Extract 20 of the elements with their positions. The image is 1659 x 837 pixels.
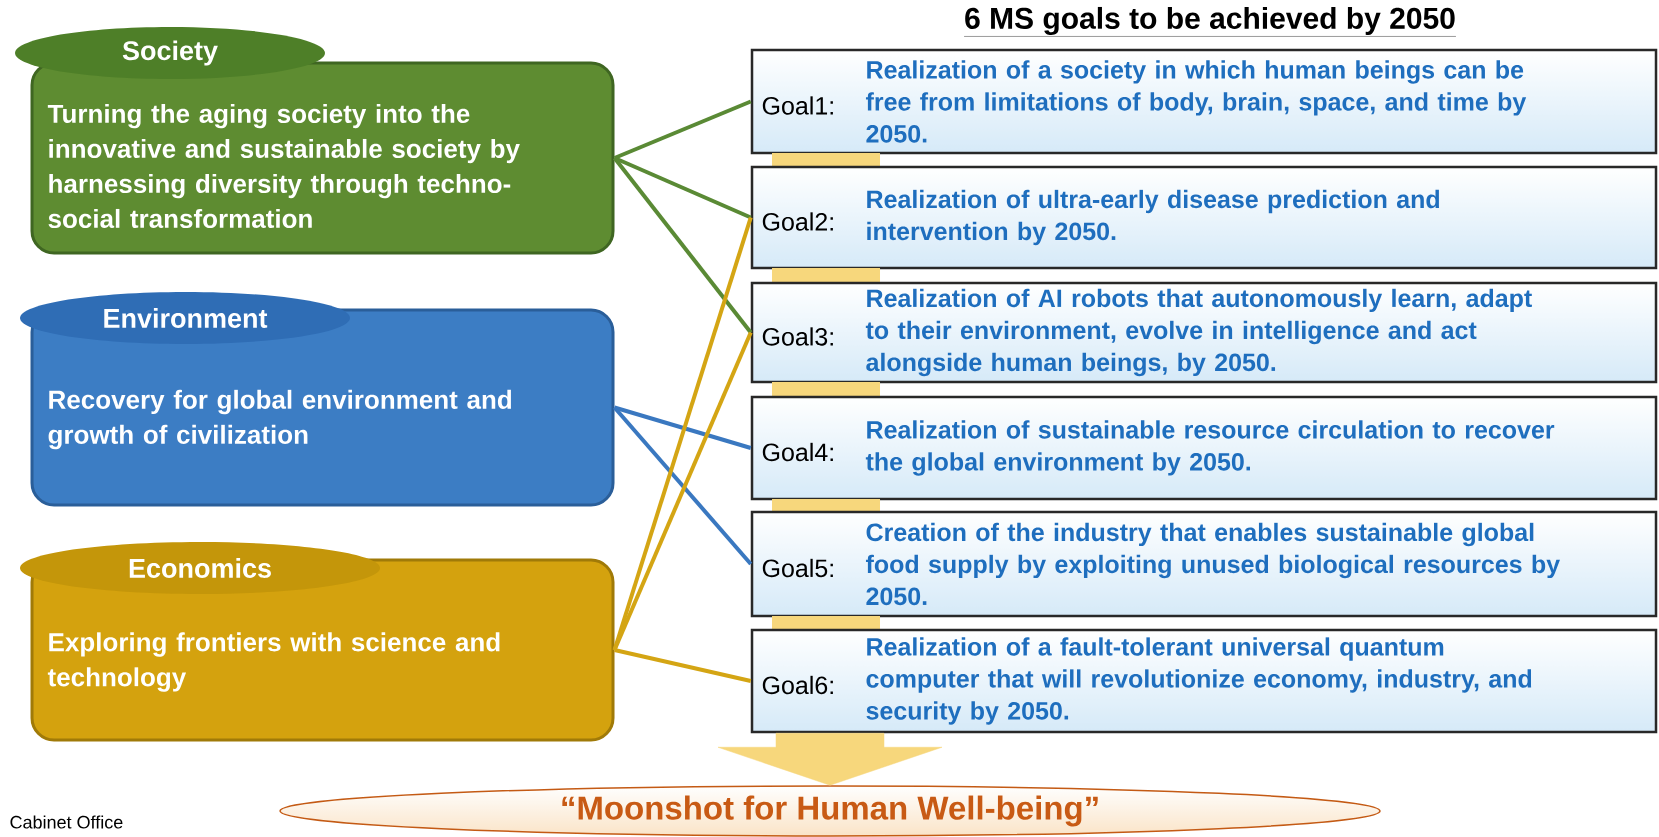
connector-line — [612, 331, 753, 651]
connector-line — [612, 156, 753, 334]
goal-box: Goal6: Realization of a fault-tolerant universal quantum computer that will revolutionize economy, industry, and security by 2050. — [750, 616, 1658, 734]
node-label: Society — [122, 40, 218, 66]
category-box: Environment Recovery for global environment and growth of civilization — [20, 292, 615, 507]
block-arrow — [717, 733, 943, 786]
goal-box: Goal3: Realization of AI robots that autonomously learn, adapt to their environment, evolve in intelligence and act alongside human beings, by 2050. — [750, 268, 1658, 384]
goal-box: Goal1: Realization of a society in which human beings can be free from limitations of body, brain, space, and time by 2050. — [750, 48, 1658, 155]
goal-box: Goal4: Realization of sustainable resource circulation to recover the global environment by 2050. — [750, 382, 1658, 501]
goal-box: Goal5: Creation of the industry that enables sustainable global food supply by exploiting unused biological resources by 2050. — [750, 499, 1658, 618]
connector-line — [614, 648, 752, 683]
category-box: Economics Exploring frontiers with science and technology — [20, 542, 615, 742]
connector-line — [613, 405, 752, 450]
connector-line — [613, 406, 753, 566]
goal-box: Goal2: Realization of ultra-early disease prediction and intervention by 2050. — [750, 153, 1658, 270]
source-note: Cabinet Office — [10, 815, 123, 829]
connector-line — [613, 99, 752, 160]
title: 6 MS goals to be achieved by 2050 — [963, 6, 1457, 37]
category-box: Society Turning the aging society into the innovative and sustainable society by harnessing diversity through techno-social transformation — [15, 27, 615, 255]
connector-line — [613, 156, 752, 220]
